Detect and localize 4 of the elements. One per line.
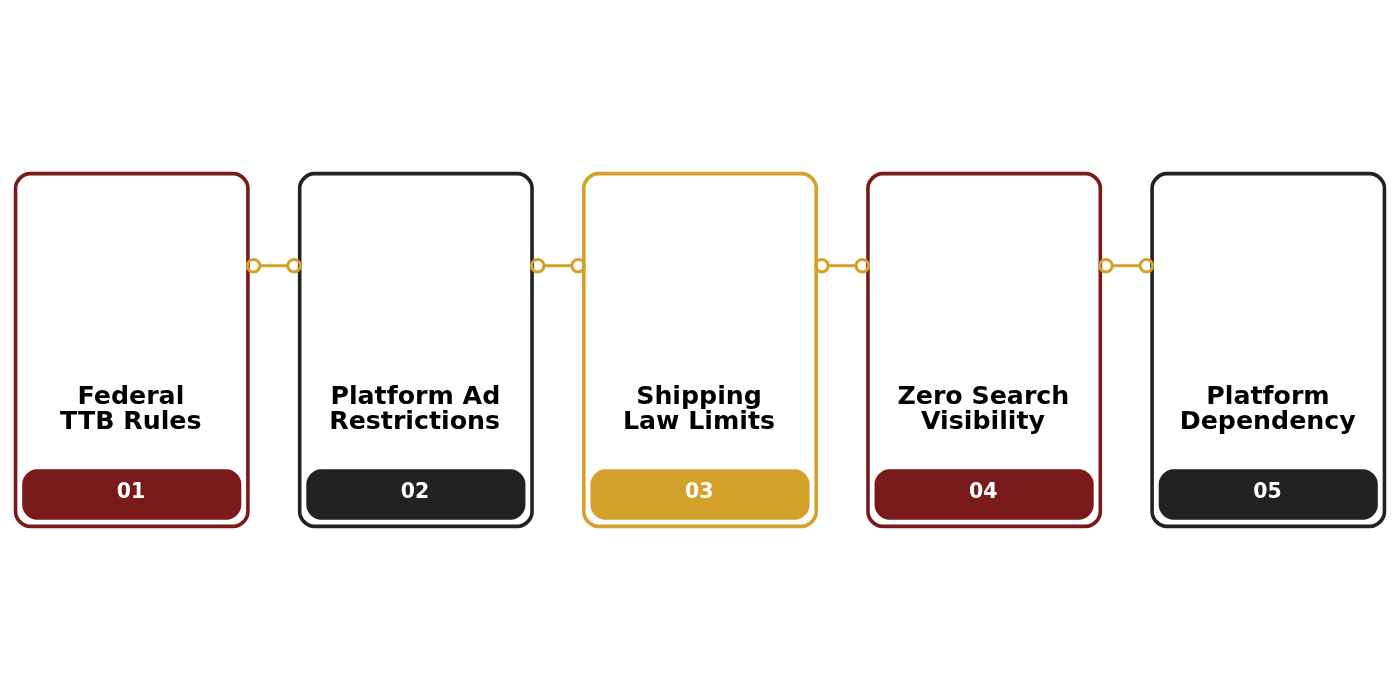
- connector: [1098, 257, 1155, 274]
- connector: [245, 257, 302, 274]
- connector: [814, 257, 871, 274]
- connector: [529, 257, 586, 274]
